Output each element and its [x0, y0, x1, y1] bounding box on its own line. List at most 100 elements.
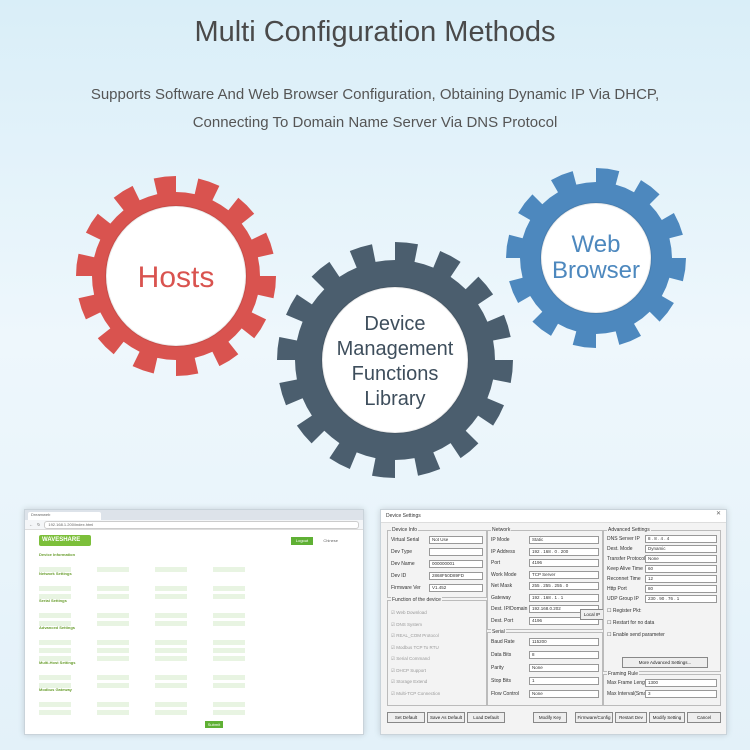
device-info-field[interactable]: Not Use	[429, 536, 483, 544]
dialog-button[interactable]: Modify Setting	[649, 712, 685, 723]
function-checkbox[interactable]: ☑ Multi-TCP Connection	[391, 690, 441, 696]
language-link[interactable]: Chinese	[323, 538, 338, 543]
advanced-checkbox[interactable]: ☐ Restart for no data	[607, 620, 655, 626]
device-info-label: Dev Type	[391, 549, 413, 555]
url-field[interactable]: 192.168.1.200/index.html	[44, 520, 359, 529]
web-browser-gear	[506, 168, 686, 348]
advanced-label: Keep Alive Time	[607, 566, 643, 572]
dialog-button[interactable]: Cancel	[687, 712, 721, 723]
advanced-field[interactable]: None	[645, 555, 717, 563]
network-field[interactable]: Static	[529, 536, 599, 544]
advanced-field[interactable]: 8 . 8 . 4 . 4	[645, 535, 717, 543]
advanced-field[interactable]: 12	[645, 575, 717, 583]
device-info-label: Dev ID	[391, 573, 407, 579]
logout-button[interactable]: Logout	[291, 537, 313, 545]
advanced-row: Dest. Mode Dynamic	[607, 545, 717, 553]
device-info-row: Virtual Serial Not Use	[391, 536, 483, 544]
network-field[interactable]: 192 . 168 . 1 . 1	[529, 593, 599, 602]
function-checkbox[interactable]: ☑ DHCP Support	[391, 667, 426, 673]
serial-field[interactable]: None	[529, 690, 599, 698]
browser-section-heading: Network Settings	[39, 571, 72, 576]
browser-field-row[interactable]	[39, 559, 351, 572]
browser-field-row[interactable]	[39, 667, 351, 680]
network-label: Port	[491, 560, 501, 566]
advanced-field[interactable]: Dynamic	[645, 545, 717, 553]
device-info-row: Dev Type	[391, 548, 483, 556]
advanced-label: Dest. Mode	[607, 546, 633, 552]
network-field[interactable]: 4196	[529, 559, 599, 567]
network-field[interactable]: 192 . 168 . 0 . 200	[529, 547, 599, 556]
network-field[interactable]: 4196	[529, 616, 599, 625]
hosts-label: Hosts	[138, 261, 215, 294]
serial-heading: Serial	[491, 629, 506, 635]
function-checkbox[interactable]: ☑ Serial Command	[391, 656, 430, 661]
serial-field[interactable]: 8	[529, 651, 599, 659]
submit-button[interactable]: Submit	[205, 721, 223, 728]
device-info-field[interactable]: V1.452	[429, 584, 483, 592]
advanced-field[interactable]: 60	[645, 565, 717, 573]
browser-field-row[interactable]	[39, 675, 351, 688]
browser-tab[interactable]: Dreamweb	[28, 512, 101, 520]
serial-field[interactable]: None	[529, 664, 599, 672]
framing-label: Max Frame Length	[607, 680, 645, 686]
dialog-button[interactable]: Save As Default	[427, 712, 465, 723]
browser-field-row[interactable]	[39, 613, 351, 626]
advanced-checkbox[interactable]: ☐ Enable send parameter	[607, 632, 665, 638]
reload-icon[interactable]: ↻	[37, 522, 41, 527]
browser-field-row[interactable]	[39, 632, 351, 645]
dialog-button[interactable]: Firmware/Config	[575, 712, 613, 723]
browser-field-row[interactable]	[39, 640, 351, 653]
browser-field-row[interactable]	[39, 702, 351, 715]
web-config-screenshot: Dreamweb ← ↻ 192.168.1.200/index.html WA…	[24, 509, 364, 735]
back-icon[interactable]: ←	[29, 522, 33, 527]
browser-field-row[interactable]	[39, 605, 351, 618]
network-field[interactable]: 255 . 255 . 255 . 0	[529, 582, 599, 590]
serial-field[interactable]: 1	[529, 677, 599, 685]
framing-field[interactable]: 1300	[645, 679, 717, 687]
library-gear	[277, 242, 513, 478]
advanced-field[interactable]: 230 . 90 . 76 . 1	[645, 595, 717, 603]
dialog-button[interactable]: Load Default	[467, 712, 505, 723]
advanced-checkbox[interactable]: ☐ Register Pkt:	[607, 608, 642, 614]
browser-field-row[interactable]	[39, 648, 351, 661]
library-label-3: Functions	[352, 363, 439, 385]
function-checkbox[interactable]: ☑ Web Download	[391, 610, 427, 615]
device-info-label: Dev Name	[391, 561, 415, 567]
web-label-2: Browser	[552, 257, 640, 284]
device-info-label: Virtual Serial	[391, 537, 420, 543]
network-field[interactable]: TCP Server	[529, 570, 599, 579]
browser-field-row[interactable]	[39, 586, 351, 599]
function-checkbox[interactable]: ☑ REAL_COM Protocol	[391, 633, 439, 638]
advanced-label: UDP Group IP	[607, 596, 639, 602]
device-info-field[interactable]: 000000001	[429, 560, 483, 568]
device-info-row: Dev ID 2868F50D89FD	[391, 572, 483, 580]
browser-field-row[interactable]	[39, 578, 351, 591]
dialog-button[interactable]: Restart Dev	[615, 712, 647, 723]
local-ip-button[interactable]: Local IP	[580, 609, 604, 620]
dialog-button[interactable]: Set Default	[387, 712, 425, 723]
library-label-2: Management	[337, 338, 454, 360]
function-checkbox[interactable]: ☑ Storage Extend	[391, 679, 428, 684]
device-info-field[interactable]	[429, 548, 483, 556]
serial-field[interactable]: 115200	[529, 638, 599, 646]
framing-field[interactable]: 3	[645, 690, 717, 698]
device-info-field[interactable]: 2868F50D89FD	[429, 572, 483, 580]
close-icon[interactable]: ✕	[715, 511, 721, 517]
network-heading: Network	[491, 527, 512, 533]
browser-field-row[interactable]	[39, 694, 351, 707]
function-group: Function of the device ☑ Web Download☑ D…	[387, 597, 487, 706]
advanced-field[interactable]: 80	[645, 585, 717, 593]
function-checkbox[interactable]: ☑ Modbus TCP To RTU	[391, 644, 439, 650]
framing-label: Max Interval(Smaller will better)	[607, 691, 645, 697]
function-checkbox[interactable]: ☑ DNS System	[391, 621, 423, 627]
dialog-button[interactable]: Modify Key	[533, 712, 567, 723]
more-advanced-button[interactable]: More Advanced Settings...	[622, 657, 708, 668]
